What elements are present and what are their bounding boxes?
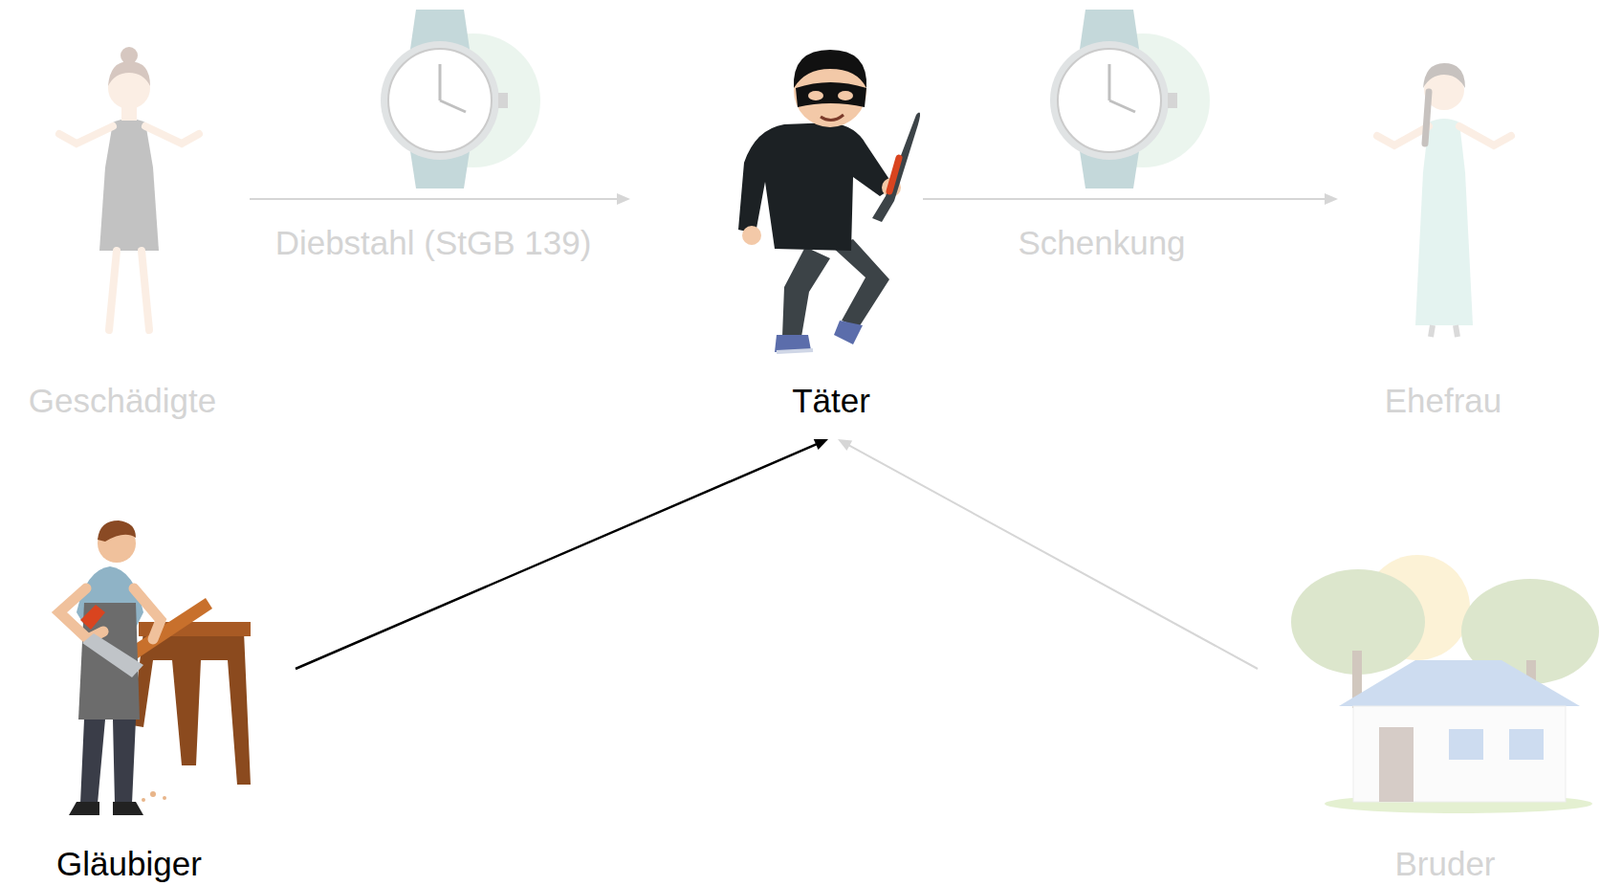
connector-arrow [922,193,1338,205]
figure-node: Täter [630,38,923,439]
figure-node: Geschädigte [15,38,250,421]
figure-node: Bruder [1257,516,1600,885]
thief-figure [738,49,921,352]
arrow-head [1324,193,1338,205]
edge-label: Diebstahl (StGB 139) [275,223,592,263]
connector-line [847,443,1258,669]
arrow-head [837,438,853,451]
figure-node: Ehefrau [1337,38,1568,421]
node-label: Geschädigte [28,381,218,420]
connector-line [922,197,1328,200]
house-icon [1291,554,1600,813]
watch-icon [380,9,541,189]
node-label: Täter [791,381,871,420]
woman-figure [1377,63,1512,337]
watch-icon [1050,9,1210,189]
node-label: Bruder [1394,844,1495,883]
woman-figure [59,46,199,330]
connector-arrow [249,193,631,205]
node-label: Gläubiger [56,844,202,883]
connector-line [249,197,620,200]
connector-arrow [295,438,829,669]
edge-label: Schenkung [1017,223,1185,263]
arrow-head [616,193,631,205]
node-label: Ehefrau [1384,381,1503,420]
arrow-head [813,438,829,450]
connector-arrow [837,438,1258,669]
figure-node: Gläubiger [28,516,296,885]
connector-line [295,442,819,669]
carpenter-figure [59,520,251,815]
